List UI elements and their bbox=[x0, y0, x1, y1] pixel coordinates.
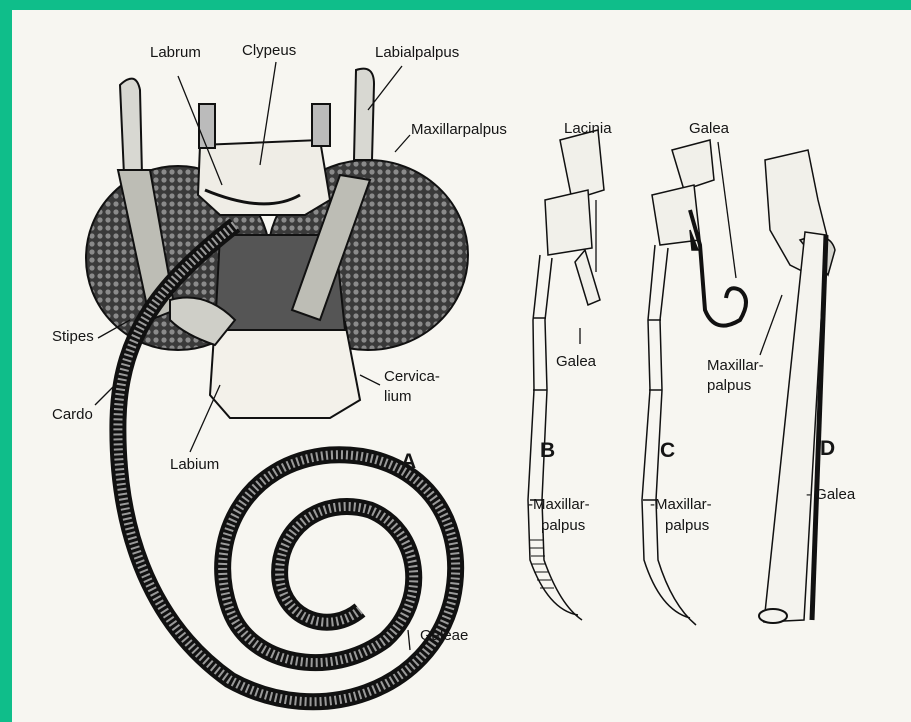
label-maxillar-c-2: palpus bbox=[665, 517, 709, 534]
label-maxillar-d-2: palpus bbox=[707, 377, 751, 394]
label-cardo: Cardo bbox=[52, 406, 93, 423]
panel-letter-a: A bbox=[401, 451, 416, 473]
leader-lines-d bbox=[760, 295, 782, 355]
leader-lines-c bbox=[718, 142, 736, 278]
label-stipes: Stipes bbox=[52, 328, 94, 345]
label-galea-d: - Galea bbox=[806, 486, 855, 503]
panel-letter-b: B bbox=[540, 440, 555, 462]
label-galea-b: Galea bbox=[556, 353, 596, 370]
label-maxillarpalpus-a: Maxillarpalpus bbox=[411, 121, 507, 138]
label-maxillar-d-1: Maxillar- bbox=[707, 357, 764, 374]
maxilla-b bbox=[528, 130, 604, 620]
label-labium: Labium bbox=[170, 456, 219, 473]
label-labialpalpus: Labialpalpus bbox=[375, 44, 459, 61]
maxilla-d bbox=[759, 150, 835, 623]
label-cervicalium-2: lium bbox=[384, 388, 412, 405]
label-maxillar-b-1: -Maxillar- bbox=[528, 496, 590, 513]
label-cervicalium-1: Cervica- bbox=[384, 368, 440, 385]
label-galea-c: Galea bbox=[689, 120, 729, 137]
label-labrum: Labrum bbox=[150, 44, 201, 61]
label-maxillar-c-1: -Maxillar- bbox=[650, 496, 712, 513]
label-galeae: Galeae bbox=[420, 627, 468, 644]
label-lacinia: Lacinia bbox=[564, 120, 612, 137]
label-clypeus: Clypeus bbox=[242, 42, 296, 59]
panel-letter-c: C bbox=[660, 440, 675, 462]
label-maxillar-b-2: palpus bbox=[541, 517, 585, 534]
panel-letter-d: D bbox=[820, 438, 835, 460]
